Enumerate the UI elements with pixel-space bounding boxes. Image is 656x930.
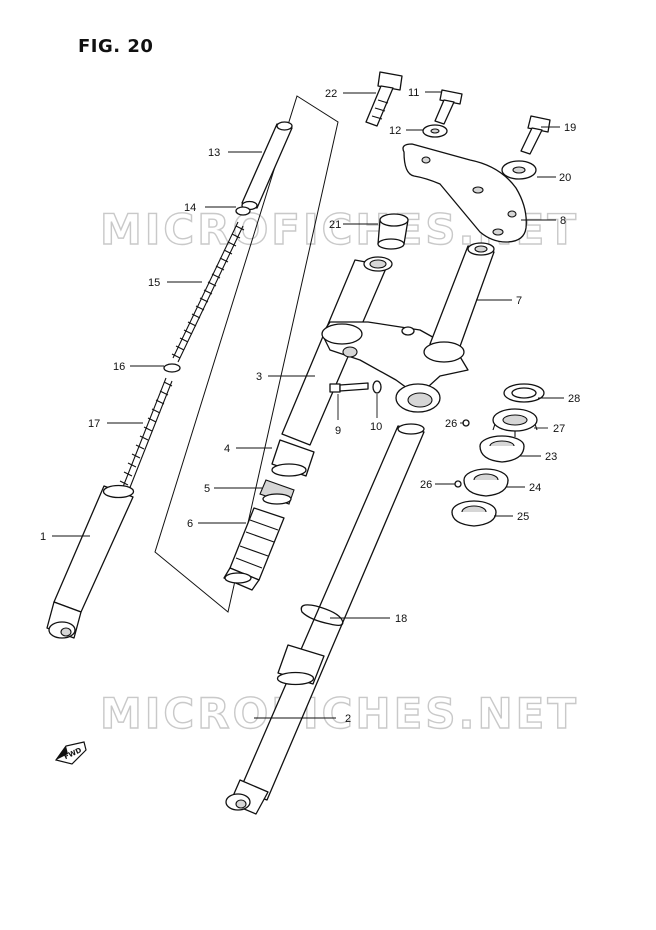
watermark-bottom: MICROFICHES.NET xyxy=(100,689,579,738)
part-28-locknut[interactable] xyxy=(503,383,545,403)
callout-2: 2 xyxy=(345,713,351,725)
part-2-outer-tube[interactable] xyxy=(225,423,425,815)
callout-14: 14 xyxy=(184,202,196,214)
part-10-washer[interactable] xyxy=(372,380,382,394)
part-7-steering-stem[interactable] xyxy=(321,242,495,413)
callout-15: 15 xyxy=(148,277,160,289)
callout-12: 12 xyxy=(389,125,401,137)
callout-8: 8 xyxy=(560,215,566,227)
callout-19: 19 xyxy=(564,122,576,134)
figure-title: FIG. 20 xyxy=(78,36,154,57)
part-26-ball-lower[interactable] xyxy=(454,480,462,488)
inner-parts-outline xyxy=(154,95,339,613)
callout-16: 16 xyxy=(113,361,125,373)
part-16-washer[interactable] xyxy=(163,363,181,373)
callout-13: 13 xyxy=(208,147,220,159)
part-18-circlip[interactable] xyxy=(300,604,344,626)
callout-26-lower: 26 xyxy=(420,479,432,491)
callout-20: 20 xyxy=(559,172,571,184)
callout-18: 18 xyxy=(395,613,407,625)
callout-24: 24 xyxy=(529,482,541,494)
part-8-upper-bracket[interactable] xyxy=(402,143,527,243)
callout-5: 5 xyxy=(204,483,210,495)
callout-25: 25 xyxy=(517,511,529,523)
callout-7: 7 xyxy=(516,295,522,307)
part-17-spring[interactable] xyxy=(119,377,173,496)
part-1-damper[interactable] xyxy=(46,484,135,639)
part-22-bolt[interactable] xyxy=(365,71,403,127)
callout-22: 22 xyxy=(325,88,337,100)
part-5-ring[interactable] xyxy=(259,479,295,505)
callout-4: 4 xyxy=(224,443,230,455)
fwd-arrow-icon: FWD xyxy=(54,741,87,765)
part-24-bearing-race[interactable] xyxy=(463,468,509,497)
callout-27: 27 xyxy=(553,423,565,435)
part-25-dust-seal[interactable] xyxy=(451,500,497,527)
callout-17: 17 xyxy=(88,418,100,430)
part-14-washer[interactable] xyxy=(235,206,251,216)
part-9-bolt[interactable] xyxy=(329,382,369,393)
callout-11: 11 xyxy=(408,87,419,99)
part-23-bearing-cone[interactable] xyxy=(479,435,525,463)
callout-3: 3 xyxy=(256,371,262,383)
part-21-cap[interactable] xyxy=(377,213,409,250)
callout-26-upper: 26 xyxy=(445,418,457,430)
part-12-washer[interactable] xyxy=(422,124,448,138)
callout-28: 28 xyxy=(568,393,580,405)
callout-labels: 13 14 15 16 17 1 22 11 12 19 20 8 21 7 3… xyxy=(40,87,580,725)
callout-1: 1 xyxy=(40,531,46,543)
callout-6: 6 xyxy=(187,518,193,530)
part-13-spacer[interactable] xyxy=(241,121,293,211)
part-15-spring[interactable] xyxy=(171,221,245,363)
callout-23: 23 xyxy=(545,451,557,463)
part-27-race-nut[interactable] xyxy=(492,408,538,437)
part-19-bolt[interactable] xyxy=(520,115,551,155)
callout-9: 9 xyxy=(335,425,341,437)
part-11-bolt[interactable] xyxy=(434,89,463,125)
part-20-washer[interactable] xyxy=(501,160,537,180)
part-6-slider[interactable] xyxy=(223,507,285,591)
part-4-seal[interactable] xyxy=(271,439,315,477)
leader-lines xyxy=(52,91,564,719)
callout-10: 10 xyxy=(370,421,382,433)
callout-21: 21 xyxy=(329,219,341,231)
